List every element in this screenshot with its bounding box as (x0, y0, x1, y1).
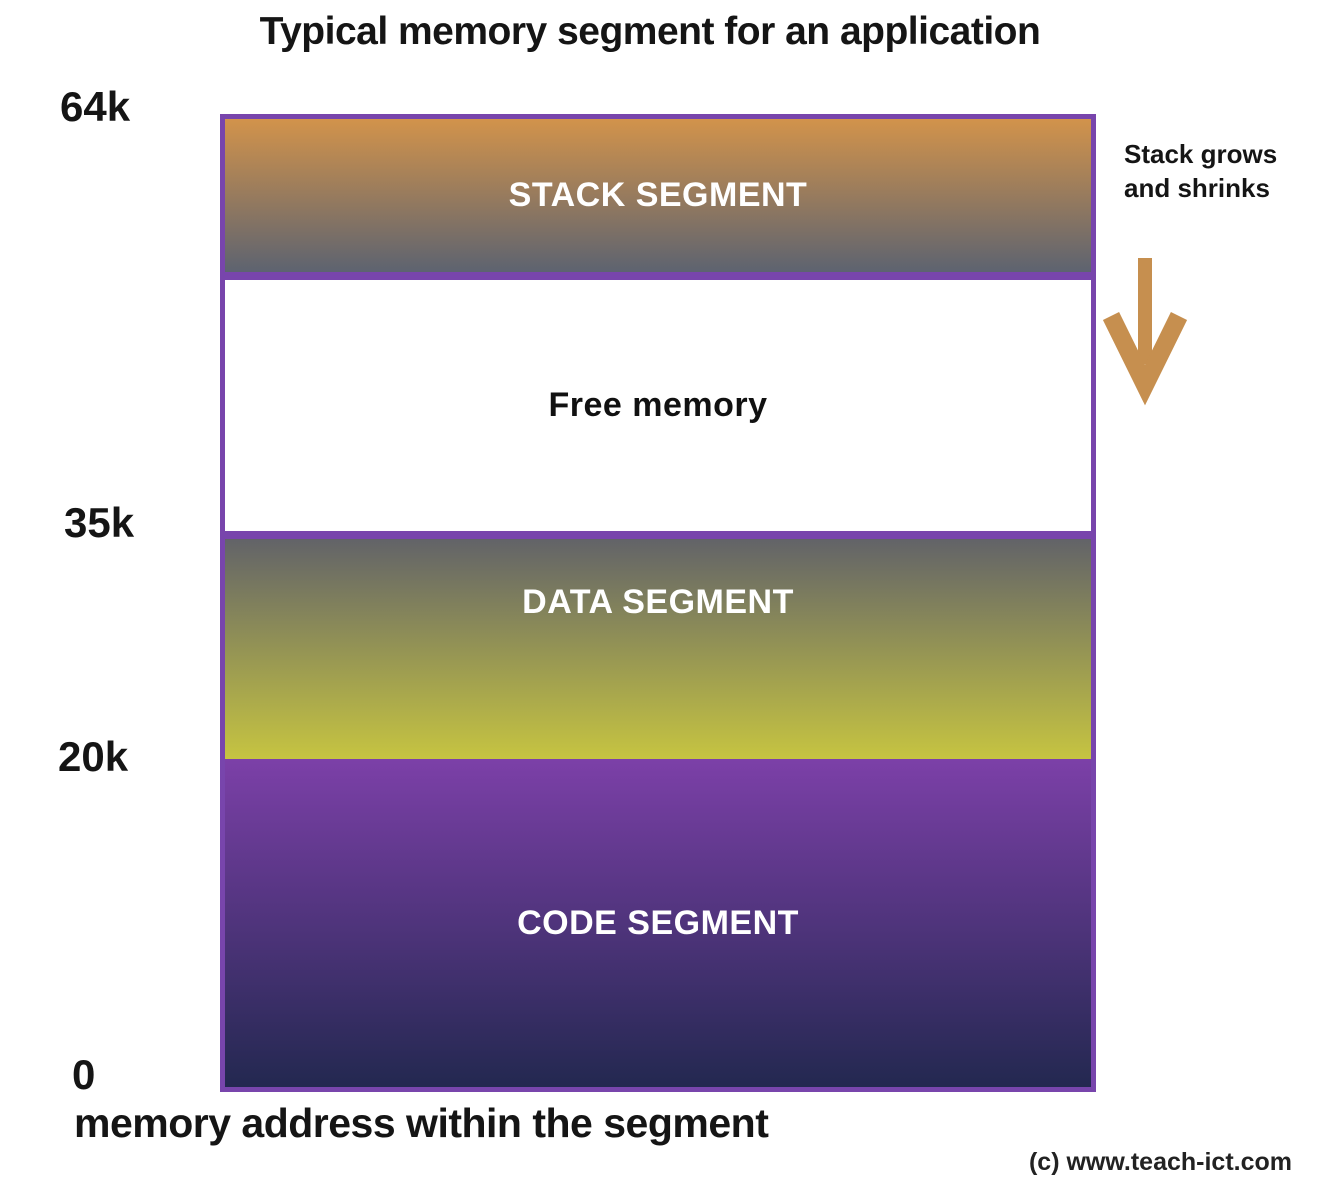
segment-divider (225, 531, 1091, 539)
copyright-credit: (c) www.teach-ict.com (1028, 1148, 1292, 1176)
axis-caption: memory address within the segment (74, 1100, 769, 1146)
arrow-tip (1136, 378, 1154, 398)
segment-divider (225, 272, 1091, 280)
segment-stack-label: STACK SEGMENT (508, 176, 808, 214)
segment-free-memory-label: Free memory (548, 386, 768, 424)
axis-label-35k: 35k (64, 499, 135, 546)
segment-code: CODE SEGMENT (225, 759, 1091, 1087)
segment-free-memory: Free memory (225, 280, 1091, 531)
axis-label-0: 0 (72, 1051, 96, 1098)
axis-label-64k: 64k (60, 83, 131, 130)
stack-annotation-line1: Stack grows (1124, 139, 1278, 169)
stack-annotation-line2: and shrinks (1124, 172, 1270, 203)
segment-code-label: CODE SEGMENT (517, 903, 799, 942)
memory-box: STACK SEGMENT Free memory DATA SEGMENT C… (220, 114, 1096, 1092)
stack-annotation: Stack grows and shrinks (1124, 138, 1314, 206)
segment-data-label: DATA SEGMENT (522, 583, 794, 621)
segment-data: DATA SEGMENT (225, 539, 1091, 759)
stack-grows-arrow-icon (1098, 252, 1194, 412)
axis-label-20k: 20k (58, 733, 129, 780)
diagram-title: Typical memory segment for an applicatio… (259, 10, 1041, 53)
segment-stack: STACK SEGMENT (225, 119, 1091, 272)
